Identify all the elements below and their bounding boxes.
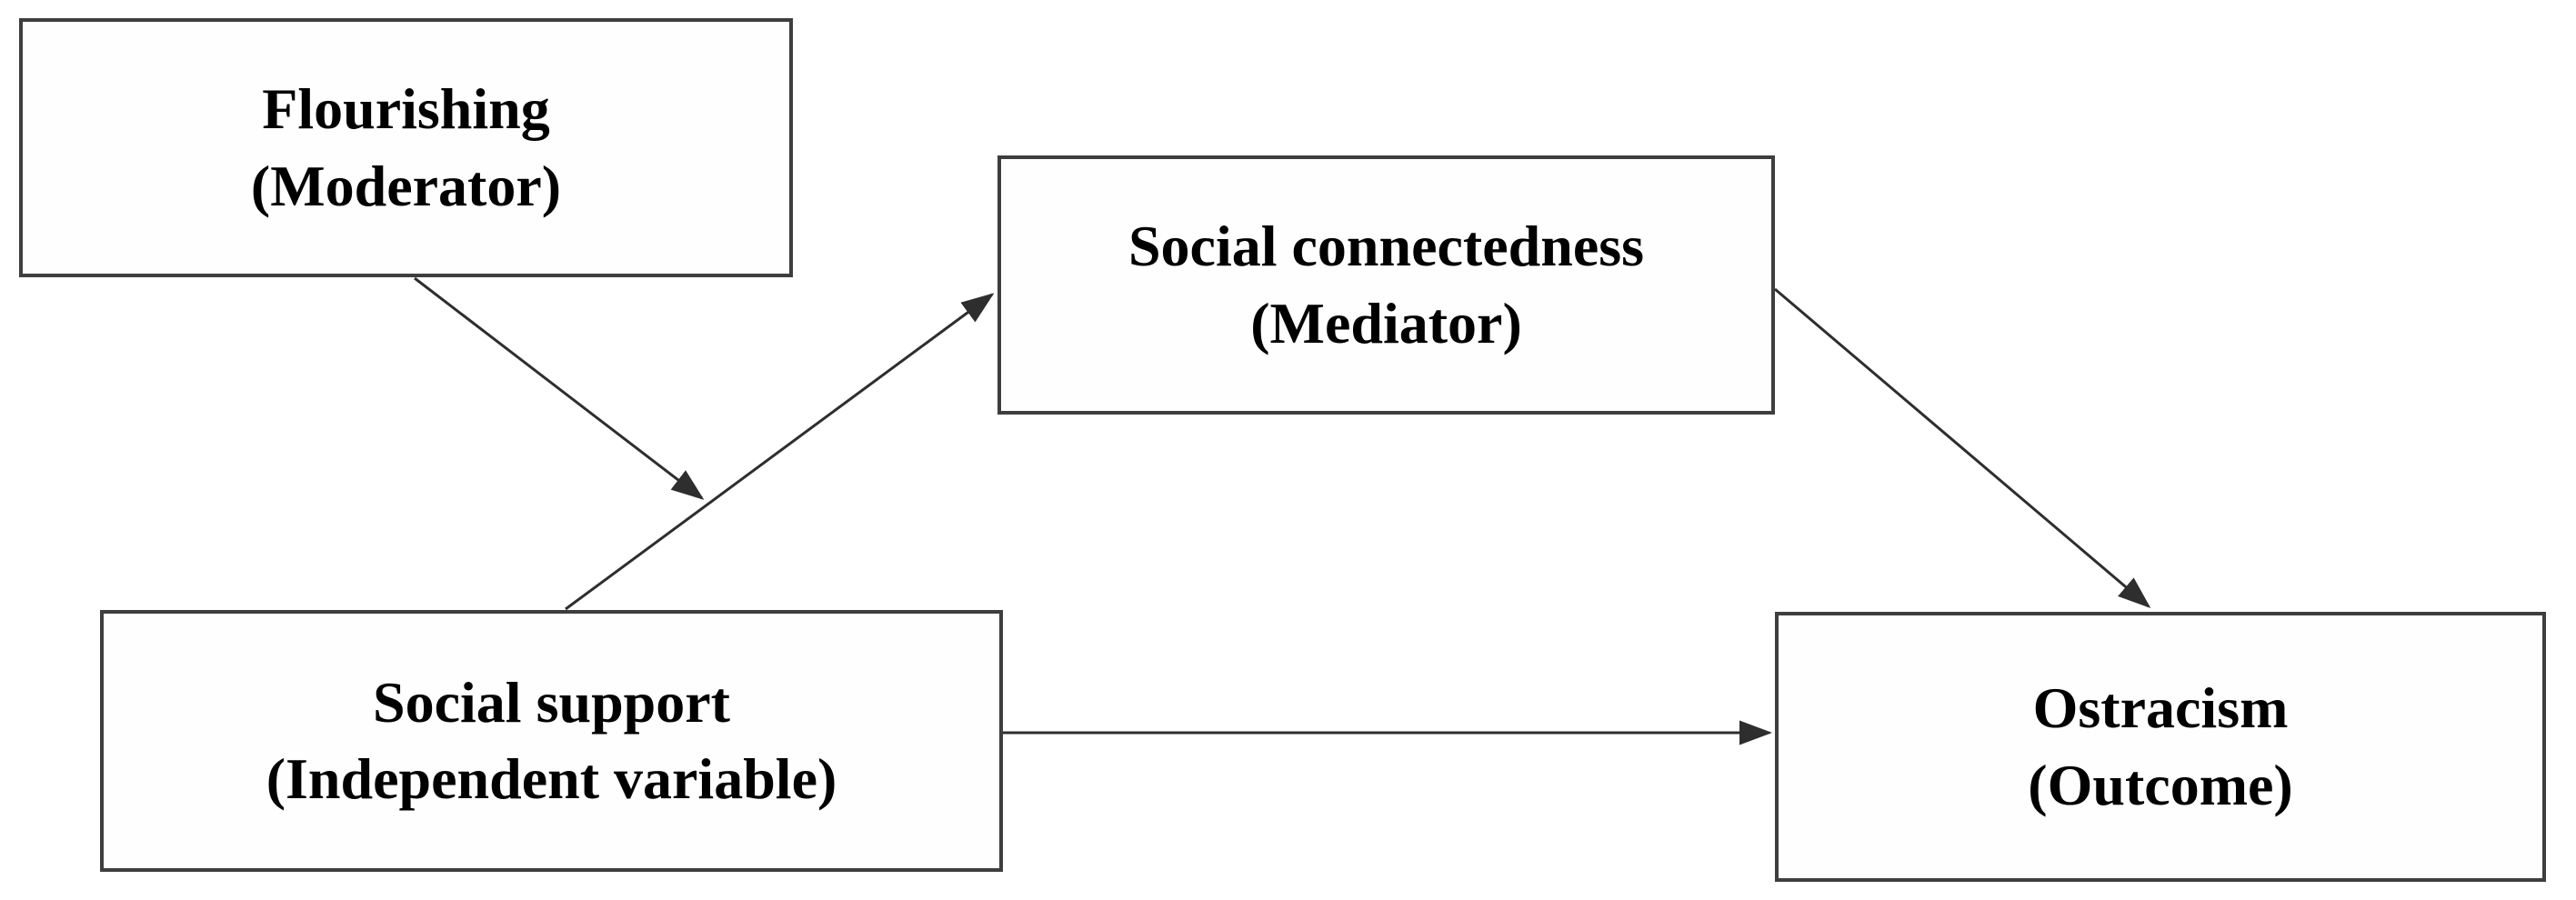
ostracism-label: Ostracism (Outcome) <box>2028 670 2292 824</box>
social-support-label: Social support (Independent variable) <box>266 665 837 818</box>
social-connectedness-label: Social connectedness (Mediator) <box>1128 208 1644 362</box>
ostracism-name: Ostracism <box>2032 675 2289 741</box>
flourishing-label: Flourishing (Moderator) <box>251 71 561 225</box>
social-connectedness-name: Social connectedness <box>1128 214 1645 279</box>
social-connectedness-role: (Mediator) <box>1250 290 1522 355</box>
flourishing-role: (Moderator) <box>250 153 562 218</box>
moderation-arrow <box>414 276 705 500</box>
a-path-arrow <box>565 293 995 611</box>
social-support-role: (Independent variable) <box>266 746 837 811</box>
b-path-arrow <box>1774 287 2151 608</box>
flourishing-box: Flourishing (Moderator) <box>19 18 793 277</box>
social-support-name: Social support <box>373 669 730 735</box>
social-support-box: Social support (Independent variable) <box>100 610 1003 872</box>
ostracism-role: (Outcome) <box>2028 752 2293 817</box>
social-connectedness-box: Social connectedness (Mediator) <box>997 155 1775 415</box>
ostracism-box: Ostracism (Outcome) <box>1775 612 2546 882</box>
flourishing-name: Flourishing <box>262 76 550 142</box>
